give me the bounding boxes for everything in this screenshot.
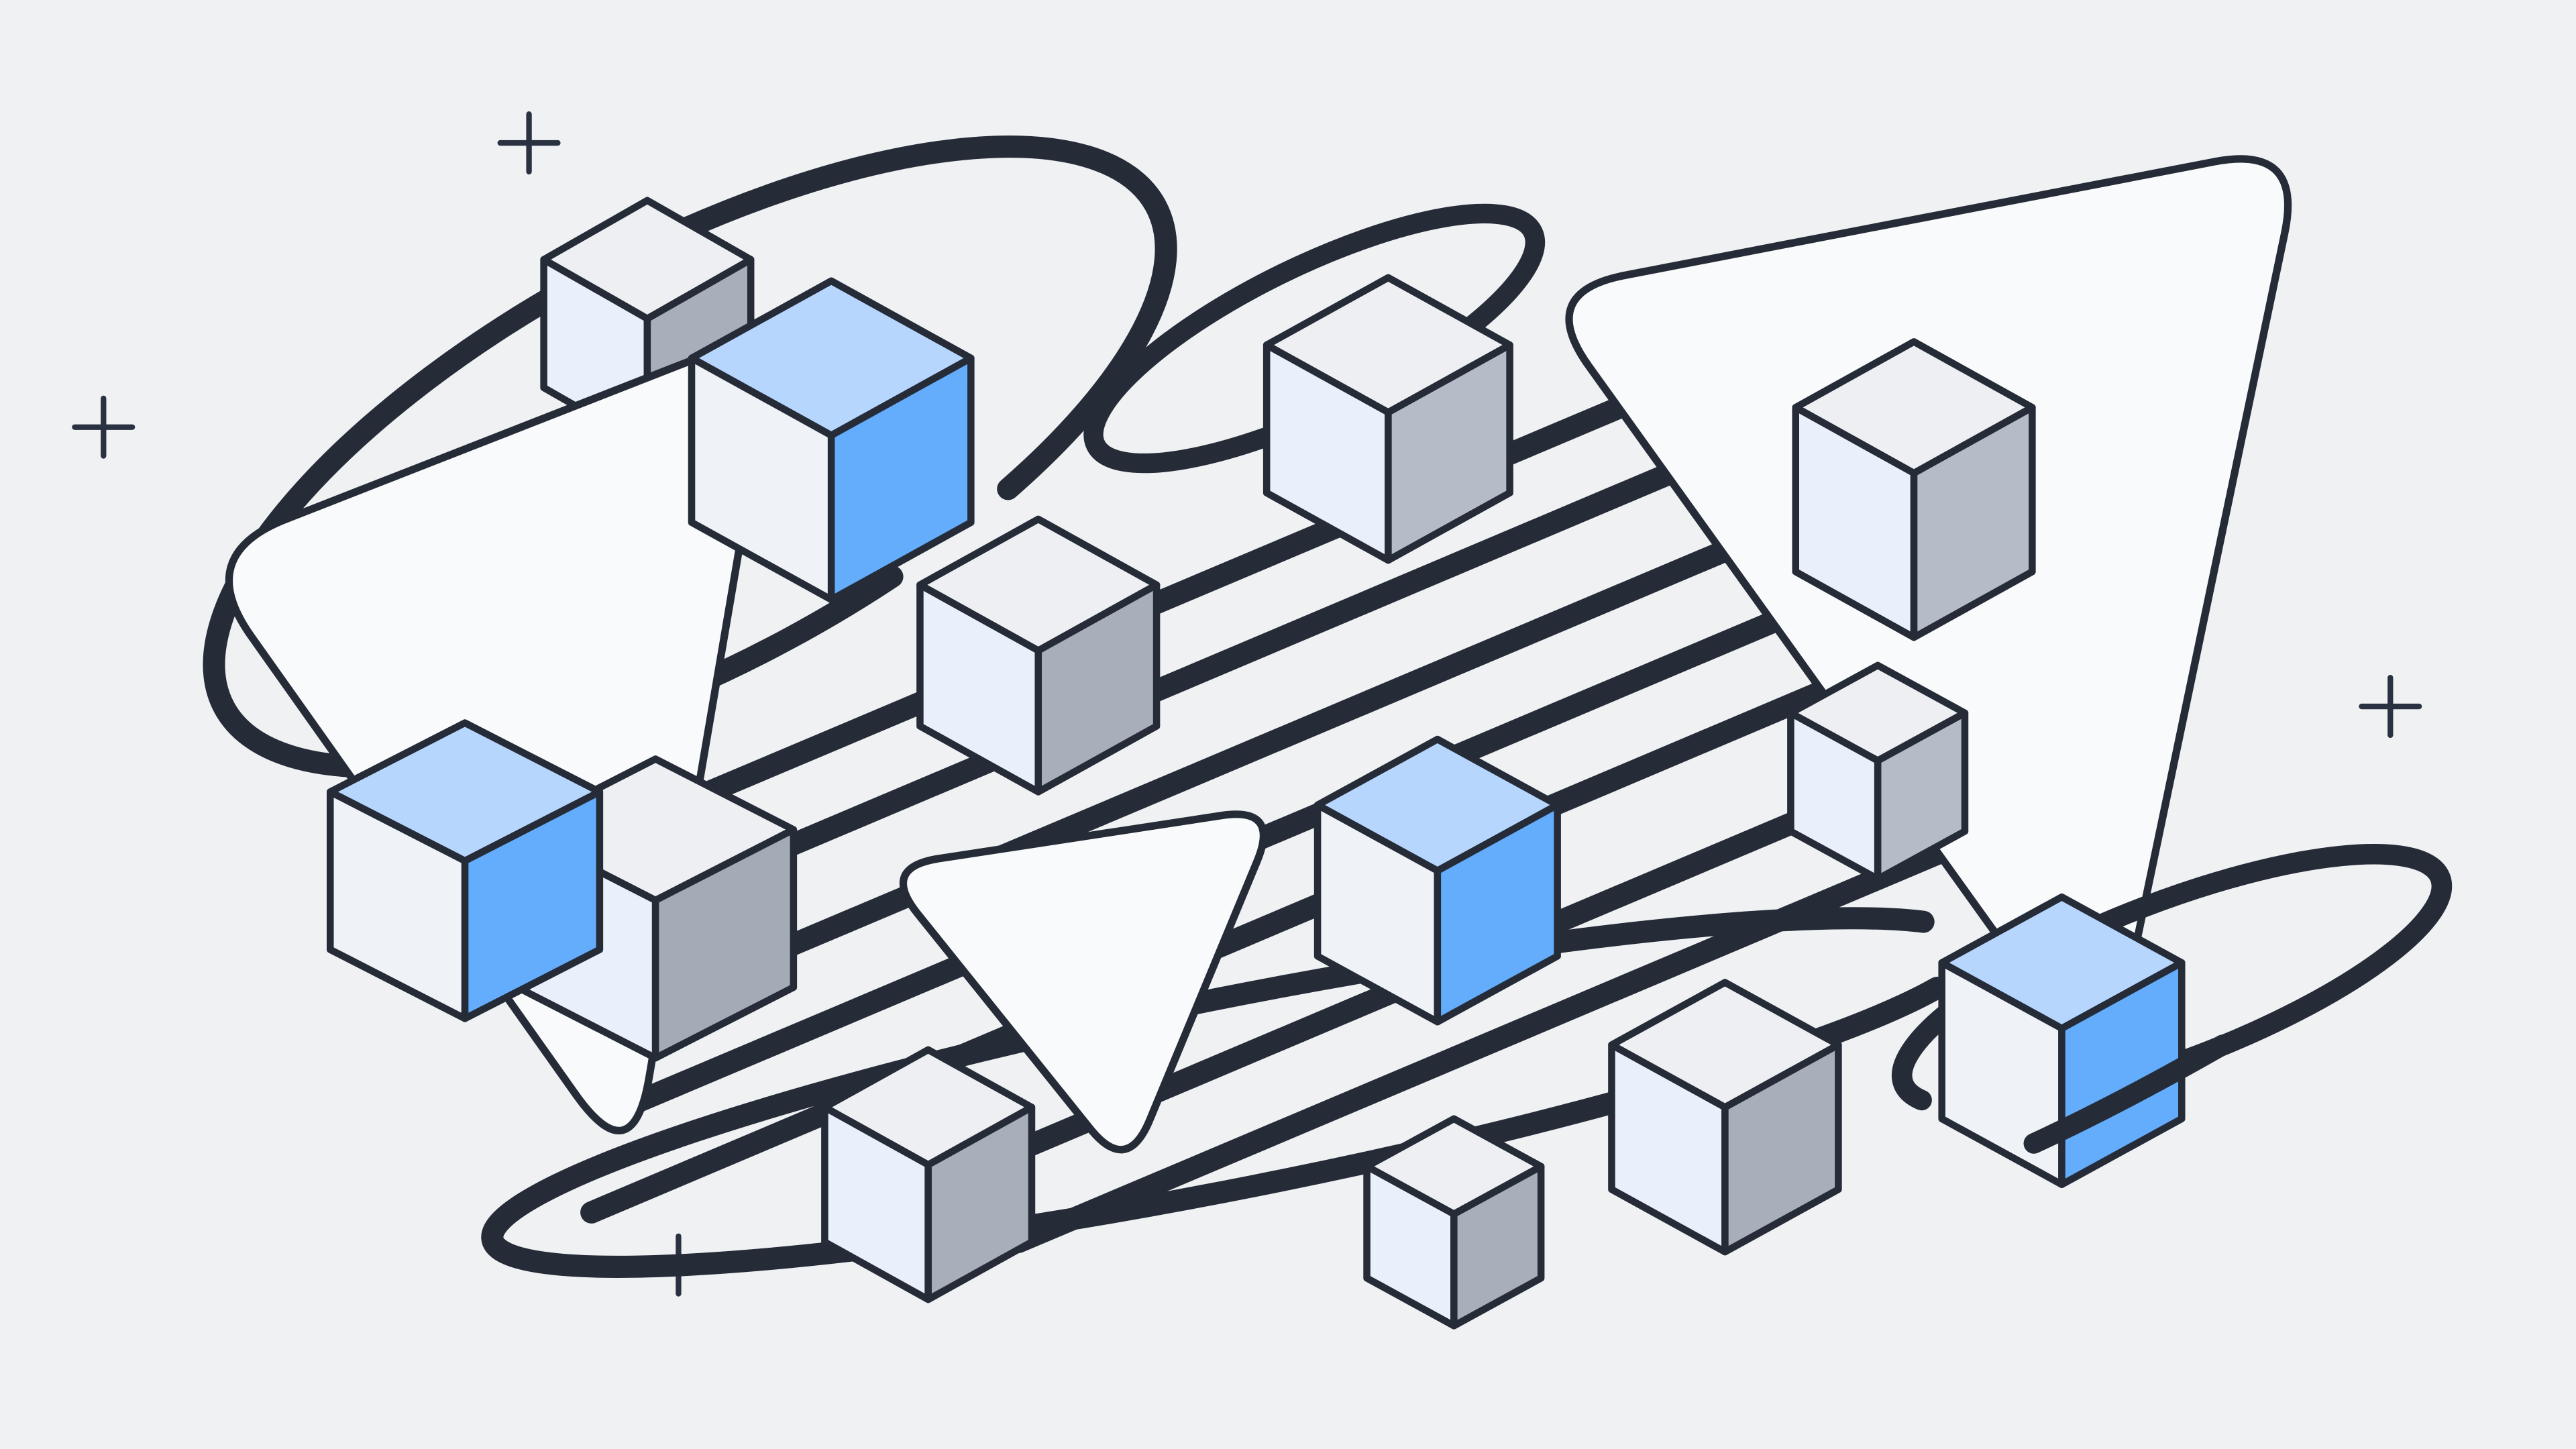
- plus-icon: [497, 111, 561, 175]
- isometric-cube: [1313, 735, 1561, 1026]
- cube-right-face: [827, 354, 975, 604]
- isometric-cube: [1363, 1115, 1545, 1330]
- cube-right-face: [1434, 801, 1561, 1026]
- isometric-cube: [326, 719, 604, 1022]
- swoosh-front-band: [2023, 1034, 2233, 1154]
- cube-right-face: [1910, 404, 2036, 641]
- isometric-cube: [916, 515, 1161, 796]
- rounded-triangle: [899, 810, 1267, 1154]
- cube-right-face: [1385, 341, 1513, 564]
- isometric-cube: [1792, 338, 2036, 641]
- plus-icon: [2359, 675, 2422, 739]
- swoosh-orbit-arc: [481, 907, 1990, 1278]
- cube-right-face: [651, 826, 798, 1062]
- cube-right-face: [1721, 1041, 1842, 1256]
- isometric-cube: [1608, 979, 1842, 1256]
- isometric-cube: [1787, 661, 1969, 883]
- isometric-cube: [688, 277, 975, 604]
- cube-right-face: [1450, 1163, 1545, 1330]
- cube-right-face: [1874, 709, 1969, 883]
- plus-icon: [72, 395, 136, 459]
- isometric-cube: [1263, 274, 1513, 564]
- isometric-cube: [821, 1046, 1036, 1303]
- cube-right-face: [461, 788, 604, 1022]
- cube-right-face: [1034, 581, 1161, 796]
- isometric-cube: [1938, 893, 2186, 1188]
- connection-cable: [1007, 800, 2049, 1253]
- cube-right-face: [924, 1104, 1036, 1303]
